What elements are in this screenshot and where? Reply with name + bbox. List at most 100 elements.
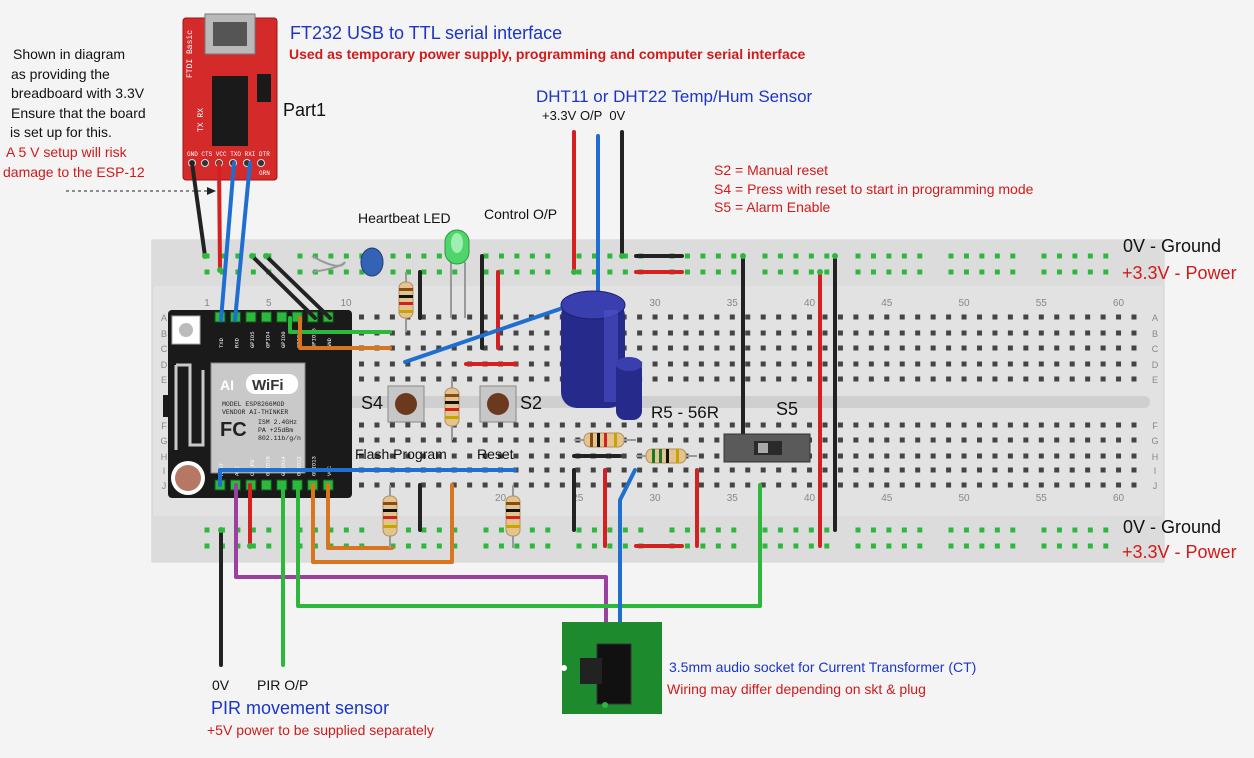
wire-ftdi-rxi bbox=[233, 161, 252, 322]
hole bbox=[1054, 376, 1060, 382]
esp-pin-label-top: GPIO0 bbox=[280, 331, 287, 348]
hole bbox=[868, 314, 874, 320]
esp-pin-label-top: GPIO4 bbox=[264, 331, 271, 348]
rail-hole bbox=[715, 269, 721, 275]
hole bbox=[1069, 376, 1075, 382]
rail-hole bbox=[963, 269, 969, 275]
hole bbox=[637, 437, 643, 443]
hole bbox=[946, 376, 952, 382]
hole bbox=[977, 453, 982, 459]
hole bbox=[1038, 345, 1044, 351]
rail-hole bbox=[405, 527, 411, 533]
hole bbox=[884, 453, 890, 459]
rail-hole bbox=[700, 543, 706, 549]
hole bbox=[420, 482, 426, 488]
hole bbox=[698, 422, 704, 428]
rail-hole bbox=[1041, 269, 1047, 275]
rail-hole bbox=[1072, 527, 1078, 533]
hole bbox=[405, 482, 411, 488]
hole bbox=[683, 345, 689, 351]
hole bbox=[776, 361, 782, 367]
hole bbox=[528, 330, 534, 336]
rail-hole bbox=[607, 269, 613, 275]
hole bbox=[436, 345, 442, 351]
rail-hole bbox=[715, 253, 721, 259]
hole bbox=[1069, 437, 1075, 443]
hole bbox=[374, 482, 380, 488]
hole bbox=[714, 437, 720, 443]
row-letter: I bbox=[1154, 466, 1157, 476]
esp-pin-top bbox=[260, 311, 272, 323]
column-number: 55 bbox=[1036, 493, 1048, 504]
hole bbox=[451, 345, 457, 351]
hole bbox=[374, 422, 380, 428]
hole bbox=[714, 361, 720, 367]
rail-hole bbox=[1010, 543, 1016, 549]
hole bbox=[498, 314, 504, 320]
rail-hole bbox=[731, 543, 737, 549]
rail-hole bbox=[979, 527, 985, 533]
hole bbox=[621, 467, 627, 473]
hole bbox=[606, 482, 612, 488]
esp-pin-label-top: TXD bbox=[218, 337, 225, 348]
rail-hole bbox=[684, 543, 690, 549]
hole bbox=[513, 482, 519, 488]
hole bbox=[652, 467, 658, 473]
hole bbox=[1085, 345, 1091, 351]
hole bbox=[807, 467, 813, 473]
rail-hole bbox=[731, 527, 737, 533]
hole bbox=[884, 314, 890, 320]
rail-hole bbox=[684, 253, 690, 259]
hole bbox=[389, 422, 395, 428]
row-letter: H bbox=[1152, 452, 1159, 462]
hole bbox=[745, 345, 751, 351]
hole bbox=[1054, 453, 1060, 459]
hole bbox=[946, 467, 952, 473]
rail-hole bbox=[452, 543, 458, 549]
hole bbox=[853, 314, 859, 320]
hole bbox=[837, 453, 843, 459]
wire-ends bbox=[202, 253, 838, 708]
hole bbox=[961, 437, 967, 443]
reset-label: Reset bbox=[477, 446, 514, 462]
rail-hole bbox=[886, 253, 892, 259]
hole bbox=[1023, 314, 1029, 320]
hole bbox=[745, 422, 751, 428]
hole bbox=[1069, 314, 1075, 320]
rail-hole bbox=[328, 253, 334, 259]
rail-hole bbox=[1041, 253, 1047, 259]
rail-hole bbox=[436, 253, 442, 259]
rail-hole bbox=[762, 543, 768, 549]
rail-hole bbox=[250, 527, 256, 533]
hole bbox=[436, 422, 442, 428]
rail-hole bbox=[824, 543, 830, 549]
hole bbox=[899, 361, 905, 367]
hole bbox=[992, 482, 998, 488]
hole bbox=[1054, 437, 1060, 443]
hole bbox=[884, 482, 890, 488]
rail-hole bbox=[793, 543, 799, 549]
hole bbox=[961, 361, 967, 367]
rail-ground-top: 0V - Ground bbox=[1123, 236, 1222, 256]
esp-pin-label-top: GPIO15 bbox=[311, 328, 318, 348]
hole bbox=[1038, 437, 1044, 443]
capacitor-large bbox=[560, 290, 626, 408]
rail-hole bbox=[591, 253, 597, 259]
column-number: 1 bbox=[204, 298, 210, 309]
rail-hole bbox=[405, 543, 411, 549]
hole bbox=[1007, 467, 1013, 473]
hole bbox=[899, 422, 905, 428]
hole bbox=[791, 345, 797, 351]
hole bbox=[698, 345, 704, 351]
hole bbox=[961, 345, 967, 351]
hole bbox=[405, 345, 411, 351]
hole bbox=[451, 453, 457, 459]
rail-hole bbox=[514, 269, 520, 275]
hole bbox=[482, 345, 488, 351]
hole bbox=[961, 330, 967, 336]
hole bbox=[436, 376, 442, 382]
column-number: 20 bbox=[495, 493, 507, 504]
pir-op-label: PIR O/P bbox=[257, 677, 309, 693]
hole bbox=[961, 422, 967, 428]
